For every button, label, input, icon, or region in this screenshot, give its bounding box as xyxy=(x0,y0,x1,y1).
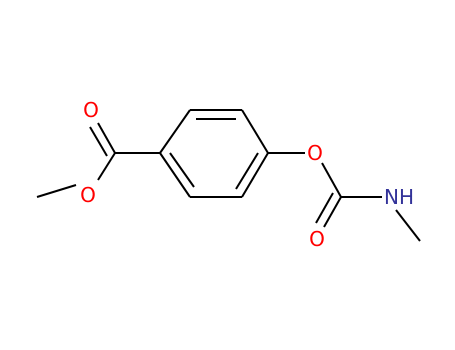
ring-inner-bond-left xyxy=(169,152,195,188)
ring-bond-3 xyxy=(241,109,269,154)
ring-bond-6 xyxy=(159,152,191,198)
ring-inner-bond-right xyxy=(235,152,259,190)
bond-carbamate-carbonyl-a xyxy=(323,196,342,228)
oxygen-carbamate-ester: O xyxy=(307,141,323,165)
bond-nitrogen-methyl xyxy=(395,209,421,242)
bond-ester-carbonyl-b xyxy=(89,126,108,157)
bond-methyl-oxygen xyxy=(36,184,77,198)
oxygen-carbonyl-carbamate: O xyxy=(309,227,325,251)
bond-carbamate-carbonyl-b xyxy=(315,192,334,224)
bond-ester-carbonyl-a xyxy=(97,122,116,154)
ring-bond-4 xyxy=(241,152,269,198)
nitrogen-amide: NH xyxy=(384,185,414,209)
oxygen-ether-ester: O xyxy=(80,183,96,207)
bond-oxygen-carbamate xyxy=(321,162,342,198)
ring-bond-1 xyxy=(159,109,191,154)
bond-ether-oxygen-carbonyl xyxy=(97,152,116,181)
oxygen-carbonyl-ester: O xyxy=(83,98,99,122)
